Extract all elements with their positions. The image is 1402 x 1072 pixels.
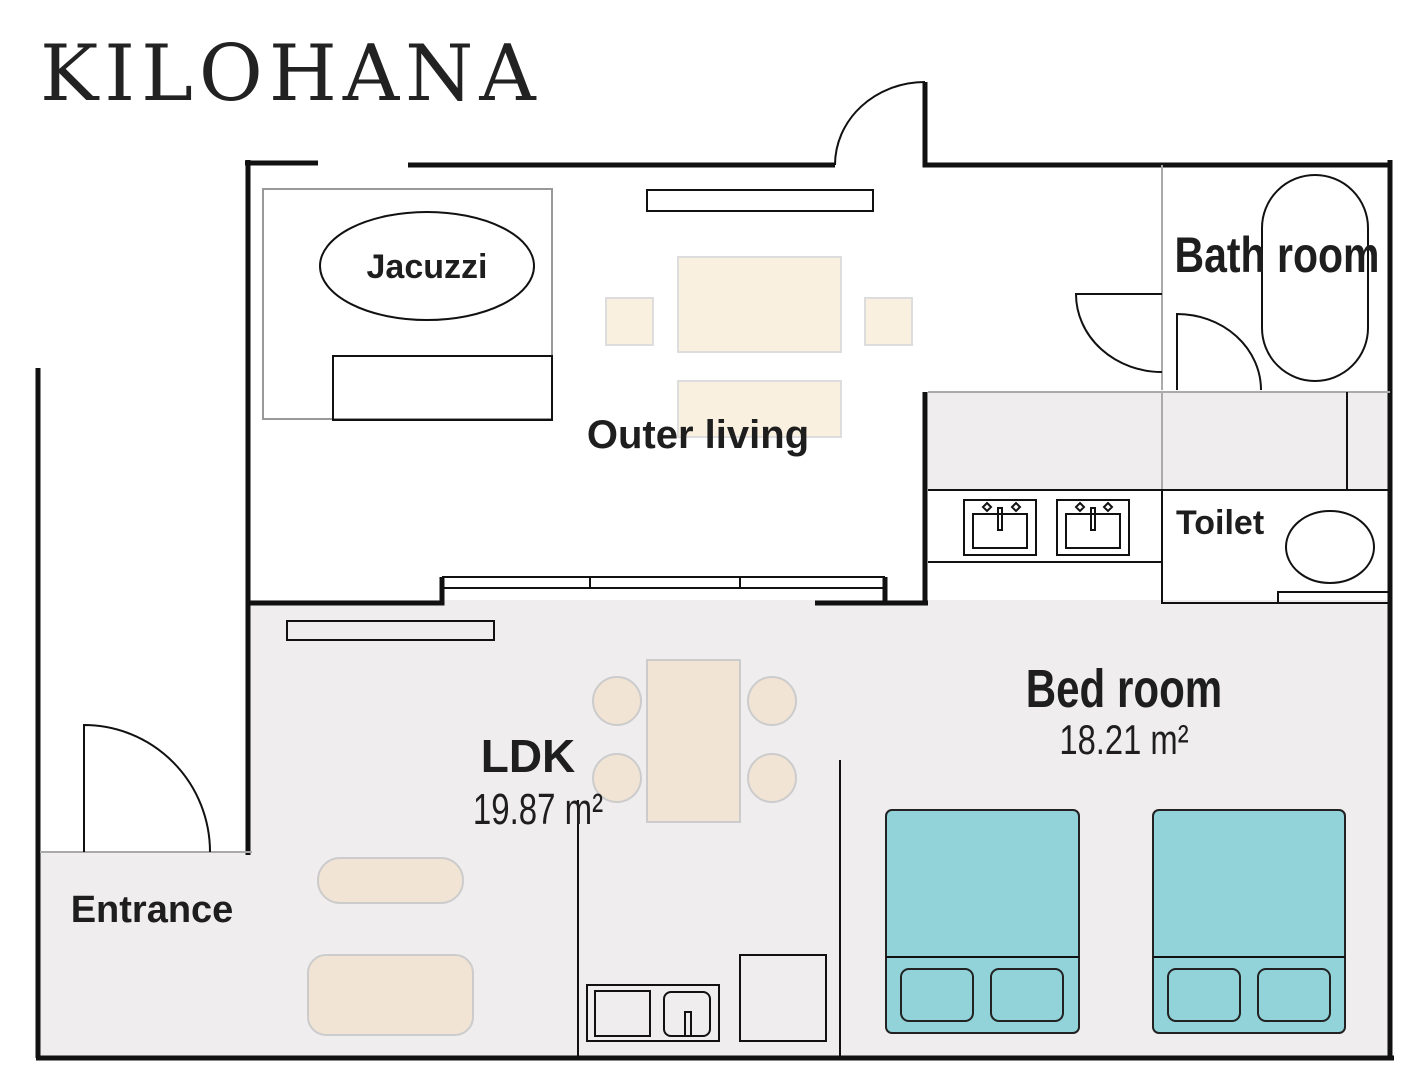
entrance-label: Entrance <box>71 889 234 931</box>
outer-living-label: Outer living <box>587 413 809 457</box>
door-outer[interactable] <box>834 81 926 166</box>
dining-table <box>646 659 741 823</box>
door-bathroom[interactable] <box>1074 293 1262 391</box>
toilet-bowl <box>1285 510 1375 584</box>
dining-chair <box>592 676 642 726</box>
kitchen-sink <box>586 984 720 1042</box>
sink <box>1056 499 1130 556</box>
toilet-label: Toilet <box>1176 504 1264 542</box>
outer-table <box>677 256 842 353</box>
bathtub <box>1261 174 1369 382</box>
jacuzzi-label: Jacuzzi <box>367 248 488 286</box>
lounge-bench <box>332 355 553 421</box>
ldk-label: LDK <box>481 730 576 782</box>
outer-stool <box>605 297 654 346</box>
dining-chair <box>747 753 797 803</box>
bed <box>1152 809 1346 1034</box>
sofa-large <box>307 954 474 1036</box>
dining-chair <box>747 676 797 726</box>
fridge <box>739 954 827 1042</box>
jacuzzi-tub <box>319 211 535 321</box>
ldk-area: 19.87 m² <box>473 786 603 835</box>
dining-chair <box>592 753 642 803</box>
bath-room-label: Bath room <box>1175 227 1380 283</box>
walls <box>35 82 1394 1061</box>
ldk-shelf <box>286 620 495 641</box>
bed-room-area: 18.21 m² <box>1059 716 1188 763</box>
outer-stool <box>864 297 913 346</box>
jacuzzi-deck <box>262 188 553 420</box>
outer-table-2 <box>677 380 842 438</box>
sofa-small <box>317 857 464 904</box>
bed <box>885 809 1080 1034</box>
brand-title: KILOHANA <box>40 29 542 119</box>
door-entrance[interactable] <box>83 723 211 853</box>
bed-room-label: Bed room <box>1026 659 1223 719</box>
sink <box>963 499 1037 556</box>
outer-shelf <box>646 189 874 212</box>
